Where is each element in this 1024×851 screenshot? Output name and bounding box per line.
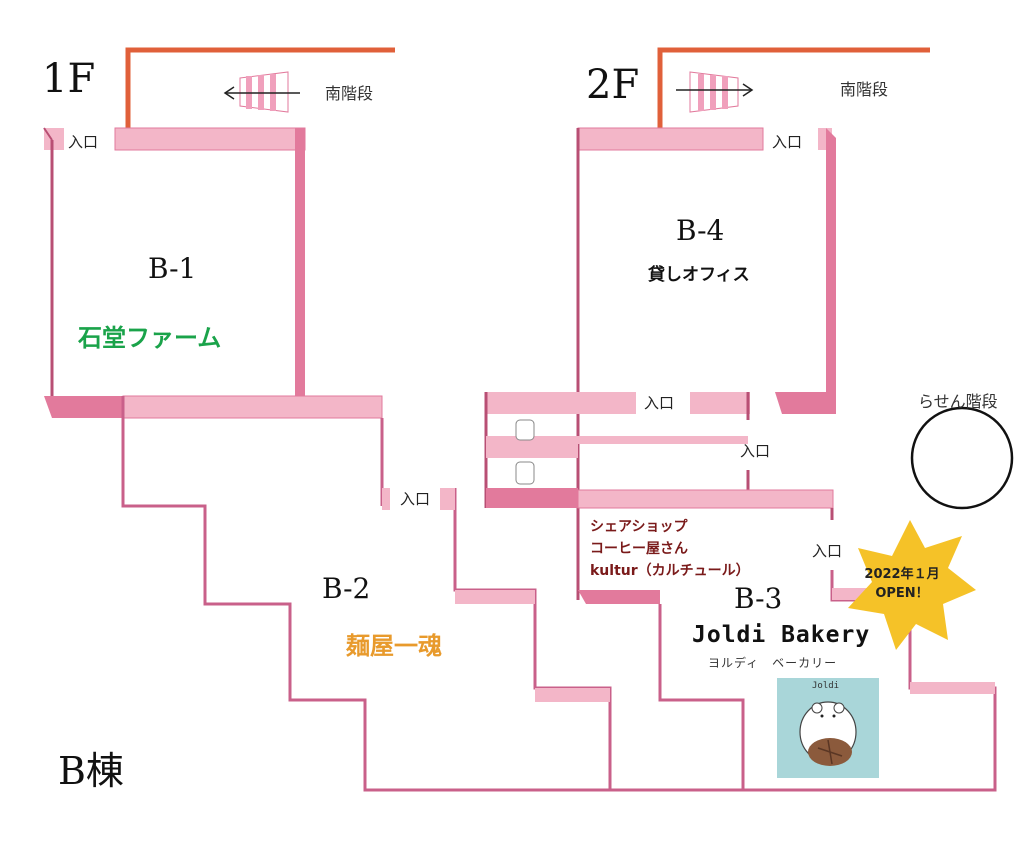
stairs-direction-2f-icon <box>676 71 754 113</box>
joldi-bakery-logo <box>777 678 879 778</box>
share-shop-info: シェアショップ コーヒー屋さん kultur（カルチュール） <box>590 516 750 582</box>
spiral-stairs <box>910 406 1014 510</box>
room-b4-name: 貸しオフィス <box>648 265 750 285</box>
corridor-walls <box>484 392 834 520</box>
spiral-stairs-label: らせん階段 <box>918 392 998 411</box>
entrance-label-corridor: 入口 <box>644 394 675 412</box>
entrance-label-b4: 入口 <box>772 133 803 151</box>
room-b2-id: B-2 <box>322 572 371 605</box>
room-b1-name: 石堂ファーム <box>78 324 222 352</box>
room-b4-id: B-4 <box>676 214 725 247</box>
room-b2-name: 麺屋一魂 <box>346 632 442 660</box>
room-b1-id: B-1 <box>148 252 197 285</box>
floor-label-1f: 1F <box>42 56 96 102</box>
stairs-direction-1f-icon <box>223 71 300 113</box>
entrance-label-b2: 入口 <box>400 490 431 508</box>
open-badge-text: 2022年１月 OPEN！ <box>862 565 942 603</box>
room-b3-name-kana: ヨルディ ベーカリー <box>708 656 838 670</box>
room-b3-id: B-3 <box>734 582 783 615</box>
open-badge-star <box>848 520 976 650</box>
room-b1-walls <box>43 127 306 418</box>
open-badge-line1: 2022年１月 <box>864 567 940 582</box>
south-stairs-1f-label: 南階段 <box>325 84 374 103</box>
floor-label-2f: 2F <box>586 62 640 108</box>
entrance-label-b1: 入口 <box>68 133 99 151</box>
logo-text: Joldi <box>812 681 840 691</box>
south-stairs-1f-line <box>125 47 395 128</box>
entrance-label-b3: 入口 <box>812 542 843 560</box>
share-shop-line2: コーヒー屋さん <box>590 541 688 557</box>
south-stairs-2f-line <box>657 47 930 128</box>
share-shop-line3: kultur（カルチュール） <box>590 563 750 579</box>
entrance-label-share-shop: 入口 <box>740 442 771 460</box>
room-b3-name: Joldi Bakery <box>692 622 871 648</box>
south-stairs-2f-label: 南階段 <box>840 80 889 99</box>
building-label: B棟 <box>58 749 124 793</box>
room-b2-walls <box>121 395 743 792</box>
open-badge-line2: OPEN！ <box>875 586 929 601</box>
share-shop-line1: シェアショップ <box>590 519 688 535</box>
room-b4-walls <box>576 127 836 600</box>
